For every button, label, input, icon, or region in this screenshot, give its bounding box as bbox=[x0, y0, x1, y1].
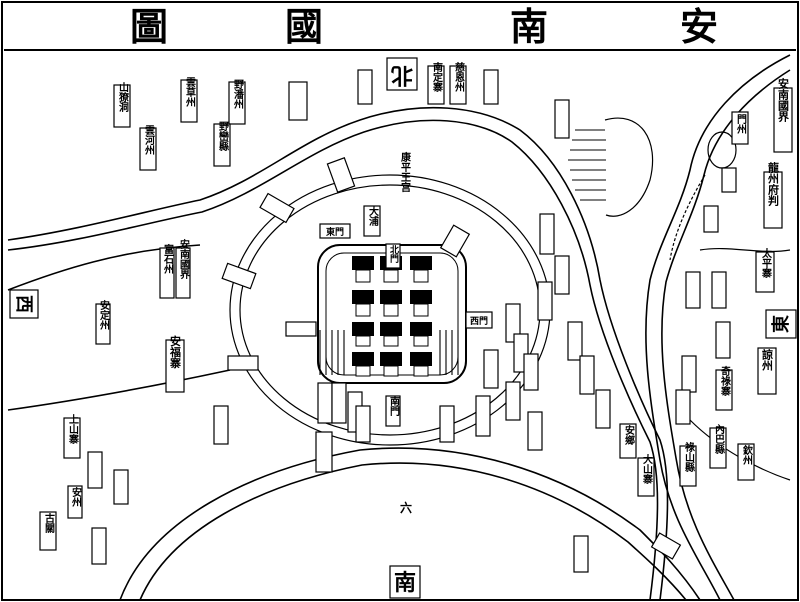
road-south-inner bbox=[139, 462, 687, 601]
label-shanxi: 山獠洞 bbox=[113, 81, 131, 128]
svg-text:北門: 北門 bbox=[388, 244, 399, 264]
svg-text:祿山縣: 祿山縣 bbox=[683, 441, 696, 473]
label-taiping: 太平寨 bbox=[755, 247, 775, 293]
svg-text:南定寨: 南定寨 bbox=[431, 61, 444, 93]
svg-text:安南國界: 安南國界 bbox=[178, 238, 190, 280]
label-dapu: 大浦 bbox=[363, 205, 381, 237]
svg-text:古關: 古關 bbox=[43, 512, 55, 534]
svg-text:龍州府判: 龍州府判 bbox=[767, 161, 781, 207]
label-dashan: 大山寨 bbox=[637, 453, 655, 497]
svg-text:山獠洞: 山獠洞 bbox=[117, 81, 130, 113]
label-zhaoxin: 慈恩州 bbox=[449, 61, 467, 105]
label-jiangzhou: 諒州 bbox=[757, 347, 777, 395]
svg-text:慈恩州: 慈恩州 bbox=[453, 61, 466, 93]
svg-text:大山寨: 大山寨 bbox=[641, 453, 654, 485]
label-menzhou: 門州 bbox=[731, 111, 749, 145]
svg-text:野潘州: 野潘州 bbox=[232, 79, 245, 110]
road-main-inner bbox=[7, 119, 659, 601]
east-marker bbox=[765, 309, 797, 339]
title-glyph-1: 安 bbox=[680, 4, 718, 49]
road-east-outer bbox=[645, 54, 791, 601]
road-east-branch bbox=[699, 247, 791, 253]
label-nanding: 南定寨 bbox=[427, 61, 445, 105]
label-ximen: 西門 bbox=[465, 311, 493, 329]
label-yehe: 雲河州 bbox=[139, 125, 157, 171]
label-nanmen: 南門 bbox=[385, 395, 401, 427]
west-marker bbox=[9, 289, 39, 319]
north-marker bbox=[386, 57, 418, 91]
svg-text:安鄉: 安鄉 bbox=[623, 424, 635, 446]
label-anfu: 安南國界 bbox=[175, 238, 191, 299]
labels: 山獠洞 雲草州 雲河州 野潘州 野巒縣 南定寨 慈恩州 門州 安南國界 龍州府判… bbox=[39, 61, 793, 551]
svg-text:安福寨: 安福寨 bbox=[169, 334, 183, 369]
svg-text:欽州: 欽州 bbox=[741, 444, 754, 466]
north-glyph: 北 bbox=[391, 62, 413, 88]
east-fence bbox=[669, 174, 706, 261]
label-guzheng: 古關 bbox=[39, 511, 57, 551]
label-beimen: 北門 bbox=[385, 243, 401, 269]
label-shangshan: 上山寨 bbox=[63, 413, 81, 459]
label-neiba: 內巴縣 bbox=[709, 423, 727, 469]
title-glyph-4: 圖 bbox=[130, 4, 168, 49]
svg-text:西門: 西門 bbox=[470, 316, 488, 327]
label-liu: 六 bbox=[400, 500, 412, 515]
svg-text:富石州: 富石州 bbox=[162, 243, 175, 275]
label-fushi: 富石州 bbox=[159, 243, 175, 299]
svg-text:安州: 安州 bbox=[70, 486, 83, 508]
citadel-east-stripes bbox=[439, 330, 459, 375]
svg-text:安定州: 安定州 bbox=[98, 299, 111, 331]
svg-text:東門: 東門 bbox=[326, 226, 344, 238]
label-dongmen: 東門 bbox=[319, 223, 351, 239]
label-anbai: 安福寨 bbox=[165, 334, 185, 393]
label-qianzhou: 欽州 bbox=[737, 443, 755, 481]
south-marker bbox=[389, 565, 421, 599]
label-xianzhou: 安州 bbox=[67, 485, 83, 519]
title-glyph-3: 國 bbox=[285, 4, 323, 49]
svg-text:康平王宫: 康平王宫 bbox=[399, 151, 411, 193]
svg-text:大浦: 大浦 bbox=[367, 205, 379, 227]
label-yeshang: 野巒縣 bbox=[213, 121, 231, 167]
citadel-west-stripes bbox=[319, 330, 345, 375]
svg-text:奇祿寨: 奇祿寨 bbox=[719, 365, 732, 397]
title-glyph-2: 南 bbox=[510, 4, 548, 49]
label-lushan: 祿山縣 bbox=[679, 441, 697, 487]
label-anding: 安定州 bbox=[95, 299, 111, 345]
ne-hill-hatch bbox=[568, 129, 606, 201]
svg-text:諒州: 諒州 bbox=[761, 348, 775, 372]
svg-text:門州: 門州 bbox=[735, 114, 748, 135]
svg-text:雲草州: 雲草州 bbox=[184, 77, 197, 108]
south-glyph: 南 bbox=[394, 570, 416, 596]
svg-text:太平寨: 太平寨 bbox=[760, 247, 773, 279]
placard-boxes bbox=[87, 69, 737, 573]
palace-buildings bbox=[352, 256, 432, 377]
label-yegao: 野潘州 bbox=[228, 79, 246, 125]
west-glyph: 西 bbox=[13, 295, 34, 313]
label-qilu: 奇祿寨 bbox=[715, 365, 733, 411]
svg-text:上山寨: 上山寨 bbox=[67, 413, 80, 445]
svg-text:內巴縣: 內巴縣 bbox=[713, 423, 725, 455]
svg-text:雲河州: 雲河州 bbox=[143, 125, 156, 156]
svg-text:南門: 南門 bbox=[388, 395, 400, 417]
east-glyph: 東 bbox=[770, 315, 792, 333]
label-aiming: 安鄉 bbox=[619, 423, 637, 459]
label-longzhou: 龍州府判 bbox=[763, 161, 783, 229]
svg-text:野巒縣: 野巒縣 bbox=[217, 121, 229, 152]
road-main-outer bbox=[7, 106, 669, 601]
road-east-inner bbox=[661, 69, 791, 601]
label-palace: 康平王宫 bbox=[399, 151, 411, 193]
label-annan-guojie: 安南國界 bbox=[773, 77, 793, 153]
road-west-lower bbox=[7, 369, 231, 411]
ne-hill-outline bbox=[604, 117, 654, 217]
svg-text:安南國界: 安南國界 bbox=[777, 77, 790, 123]
label-yunzhang: 雲草州 bbox=[180, 77, 198, 123]
svg-text:六: 六 bbox=[400, 500, 412, 515]
